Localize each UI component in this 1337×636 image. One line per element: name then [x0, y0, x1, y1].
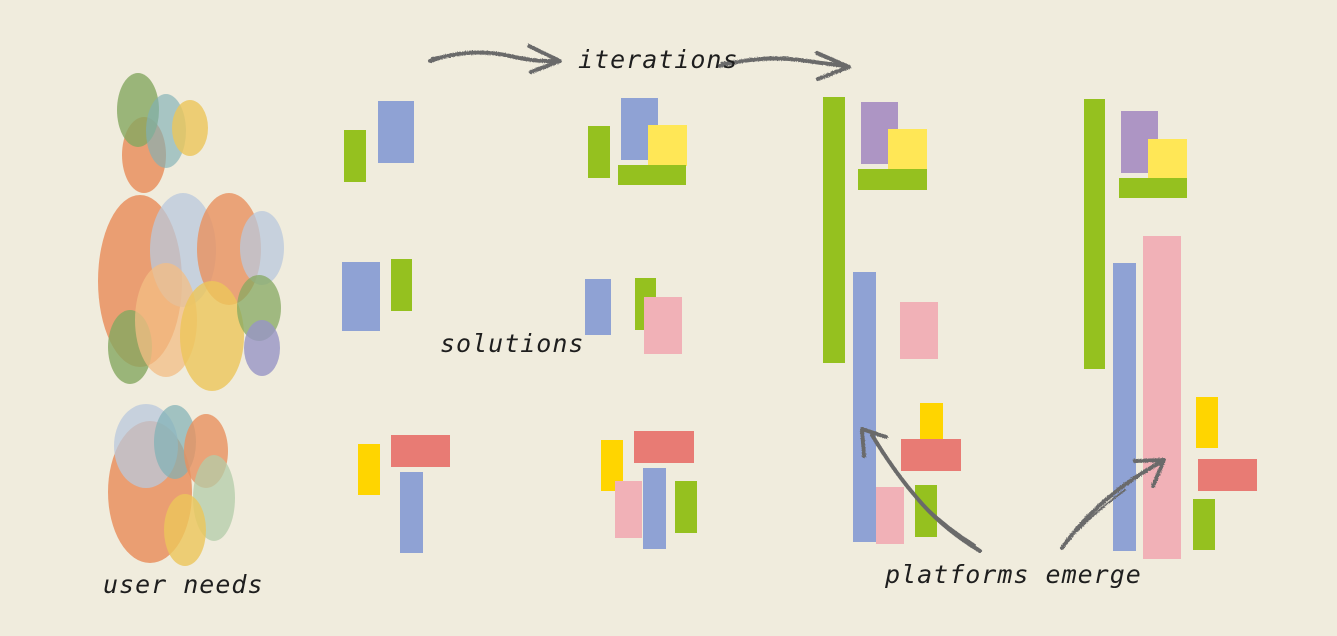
solution-block [675, 481, 697, 533]
solution-block [634, 431, 694, 463]
arrow-icon [860, 427, 982, 553]
platform-bar [1113, 263, 1136, 551]
iteration-4 [1084, 99, 1257, 559]
arrows [428, 44, 1166, 553]
platform-bar [1084, 99, 1105, 369]
solution-block [588, 126, 610, 178]
solution-block [1198, 459, 1257, 491]
solution-block [391, 435, 450, 467]
solution-block [618, 165, 686, 185]
solution-block [378, 101, 414, 163]
solution-block [601, 440, 623, 491]
bubble [244, 320, 280, 376]
bubble-cluster-top [117, 73, 208, 193]
label-platforms-emerge: platforms emerge [884, 560, 1142, 589]
platform-bar [1143, 236, 1181, 559]
solution-block [1119, 178, 1187, 198]
solution-block [391, 259, 412, 311]
bubble-cluster-middle [98, 193, 284, 391]
solution-block [888, 129, 927, 170]
label-solutions: solutions [440, 329, 584, 358]
bubble [164, 494, 206, 566]
arrow-icon [428, 44, 562, 74]
bubble [240, 211, 284, 285]
solution-block [1196, 397, 1218, 448]
solution-block [644, 297, 682, 354]
label-iterations: iterations [578, 45, 739, 74]
iteration-2 [585, 98, 697, 549]
arrow-icon [717, 51, 851, 81]
solution-block [1193, 499, 1215, 550]
iteration-3 [823, 97, 961, 544]
iteration-1 [342, 101, 450, 553]
solution-block [920, 403, 943, 445]
platform-bar [853, 272, 876, 542]
solution-block [858, 169, 927, 190]
solution-block [615, 481, 642, 538]
bubble [197, 193, 261, 305]
platform-bar [823, 97, 845, 363]
user-needs-bubbles [98, 73, 284, 566]
solution-block [342, 262, 380, 331]
bubble-cluster-bottom [108, 404, 235, 566]
solution-block [643, 468, 666, 549]
label-user-needs: user needs [103, 570, 264, 599]
solution-block [876, 487, 904, 544]
solution-block [648, 125, 687, 166]
solution-block [358, 444, 380, 495]
solution-block [585, 279, 611, 335]
solution-block [1148, 139, 1187, 180]
solution-block [900, 302, 938, 359]
bubble [172, 100, 208, 156]
solution-block [400, 472, 423, 553]
solution-block [344, 130, 366, 182]
arrow-icon [1060, 458, 1166, 550]
bubble [180, 281, 244, 391]
solution-block [901, 439, 961, 471]
